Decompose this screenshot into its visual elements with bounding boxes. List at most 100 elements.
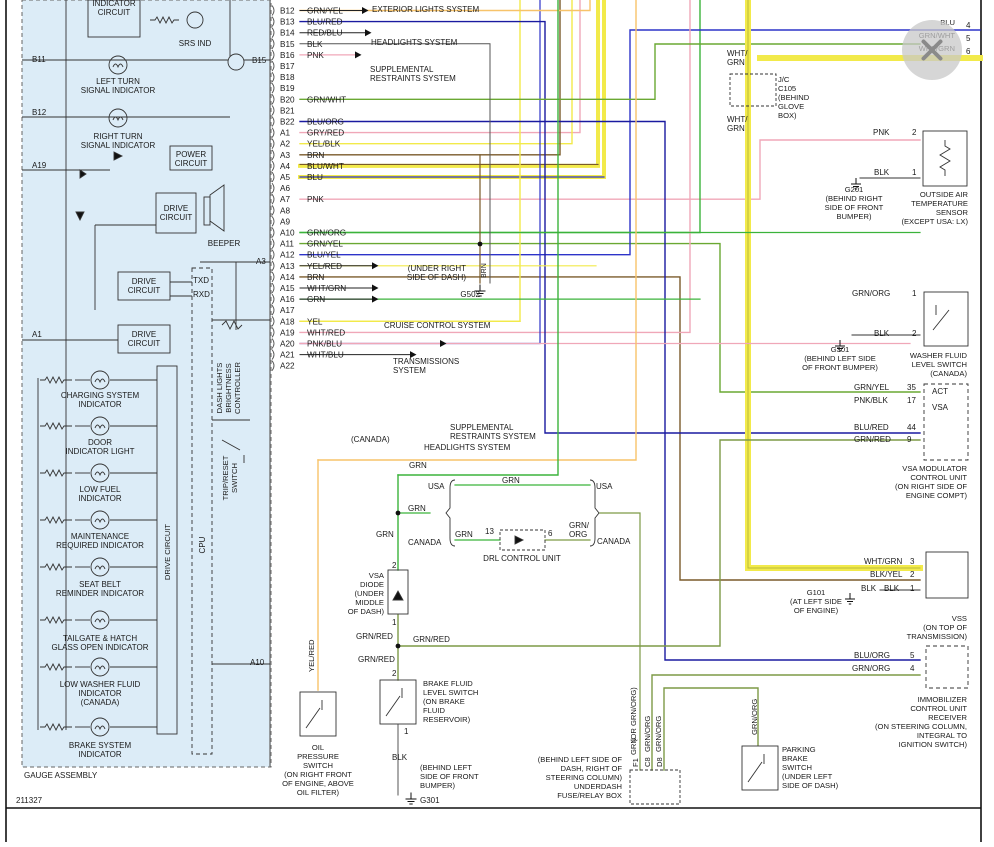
wire-color-label: PNK/BLK	[854, 396, 888, 405]
arrow-icon	[372, 262, 379, 270]
ground-icon	[851, 178, 861, 190]
ground-icon	[405, 792, 417, 805]
connector-tick	[271, 260, 275, 272]
connector-tick	[271, 171, 275, 183]
pin-number: 5	[910, 651, 915, 660]
pin-number: 1	[392, 618, 397, 627]
jc-wire-top: WHT/GRN	[727, 49, 748, 67]
pin-number: 2	[912, 128, 917, 137]
pin-label: A20	[280, 340, 295, 349]
pin-label: A2	[280, 140, 290, 149]
lamp-icon	[90, 510, 110, 530]
srs-indicator-label: SRS IND	[179, 39, 212, 48]
headlights-label-bottom: HEADLIGHTS SYSTEM	[424, 443, 511, 452]
pin-number: 4	[910, 664, 915, 673]
pin-number: 13	[485, 527, 494, 536]
wire-color-label: WHT/GRN	[864, 557, 902, 566]
wire-color-label: BLK	[307, 40, 323, 49]
connector-tick	[271, 5, 275, 16]
wire-color-label: GRN	[455, 530, 473, 539]
pin-number: 2	[392, 561, 397, 570]
pin-label: A4	[280, 162, 290, 171]
connector-tick	[271, 271, 275, 283]
wire-color-label: BLU/ORG	[307, 118, 344, 127]
wire-color-label: GRN/RED	[356, 632, 393, 641]
pin-label: A10	[280, 229, 295, 238]
wire-blk-b15	[299, 43, 491, 284]
exterior-lights-label: EXTERIOR LIGHTS SYSTEM	[372, 5, 479, 14]
wire-grn-main	[397, 0, 559, 476]
trip-reset-label: TRIP/RESETSWITCH	[221, 455, 239, 500]
wire-color-label: GRN/YEL	[307, 240, 343, 249]
connector-tick	[271, 282, 275, 294]
gauge-assembly-label: GAUGE ASSEMBLY	[24, 771, 98, 780]
pin-a19: A19	[32, 161, 47, 170]
wire-blu-red	[299, 20, 921, 434]
pin-label: A22	[280, 362, 295, 371]
pin-label: A9	[280, 217, 290, 226]
arrow-icon	[372, 295, 379, 303]
wire-grn-org-immob	[651, 674, 921, 771]
wire-gry-red	[299, 0, 581, 134]
wire-color-label: PNK	[307, 195, 324, 204]
g301-label: G301	[420, 796, 440, 805]
pin-number: 17	[907, 396, 916, 405]
wire-color-label: WHT/GRN	[307, 284, 346, 293]
wire-blu-org	[299, 120, 921, 661]
pin-label: B22	[280, 118, 295, 127]
beeper-label: BEEPER	[208, 239, 241, 248]
pin-number: 1	[404, 727, 409, 736]
wire-color-label: GRN	[409, 461, 427, 470]
pin-label: B18	[280, 73, 295, 82]
connector-tick	[271, 249, 275, 260]
g502-wire: BRN	[481, 263, 488, 278]
oil-pressure-switch	[299, 691, 337, 737]
pin-label: A8	[280, 206, 290, 215]
lamp-icon	[90, 610, 110, 630]
wire-pnk-a7	[299, 139, 921, 200]
wire-color-label: BLU/RED	[854, 423, 889, 432]
wire-color-label: YEL	[307, 317, 323, 326]
indicator-circuit-box	[87, 0, 141, 38]
wire-grn-org-parking	[663, 687, 759, 771]
connector-tick	[271, 338, 275, 349]
diode-icon	[113, 151, 124, 161]
lamp-icon	[90, 557, 110, 577]
connector-tick	[271, 127, 275, 138]
pin-label: A15	[280, 284, 295, 293]
splice-dot	[395, 510, 401, 516]
connector-tick	[271, 349, 275, 360]
underdash-fuse-box	[629, 769, 681, 805]
pin-label: A13	[280, 262, 295, 271]
lamp-icon	[90, 370, 110, 390]
drl-label: DRL CONTROL UNIT	[483, 554, 561, 563]
close-icon[interactable]	[902, 20, 962, 80]
connector-tick	[271, 116, 275, 127]
connector-tick	[271, 160, 275, 172]
wire-grn-yel	[299, 242, 921, 393]
ground-icon	[835, 340, 845, 352]
pin-label: A19	[280, 328, 295, 337]
pin-label: B20	[280, 95, 295, 104]
lamp-icon	[108, 55, 128, 75]
pin-number: 2	[912, 329, 917, 338]
canada-label: CANADA	[408, 538, 442, 547]
wire-color-label: GRN/ORG	[643, 716, 652, 752]
wire-drl-fuse	[599, 512, 641, 771]
